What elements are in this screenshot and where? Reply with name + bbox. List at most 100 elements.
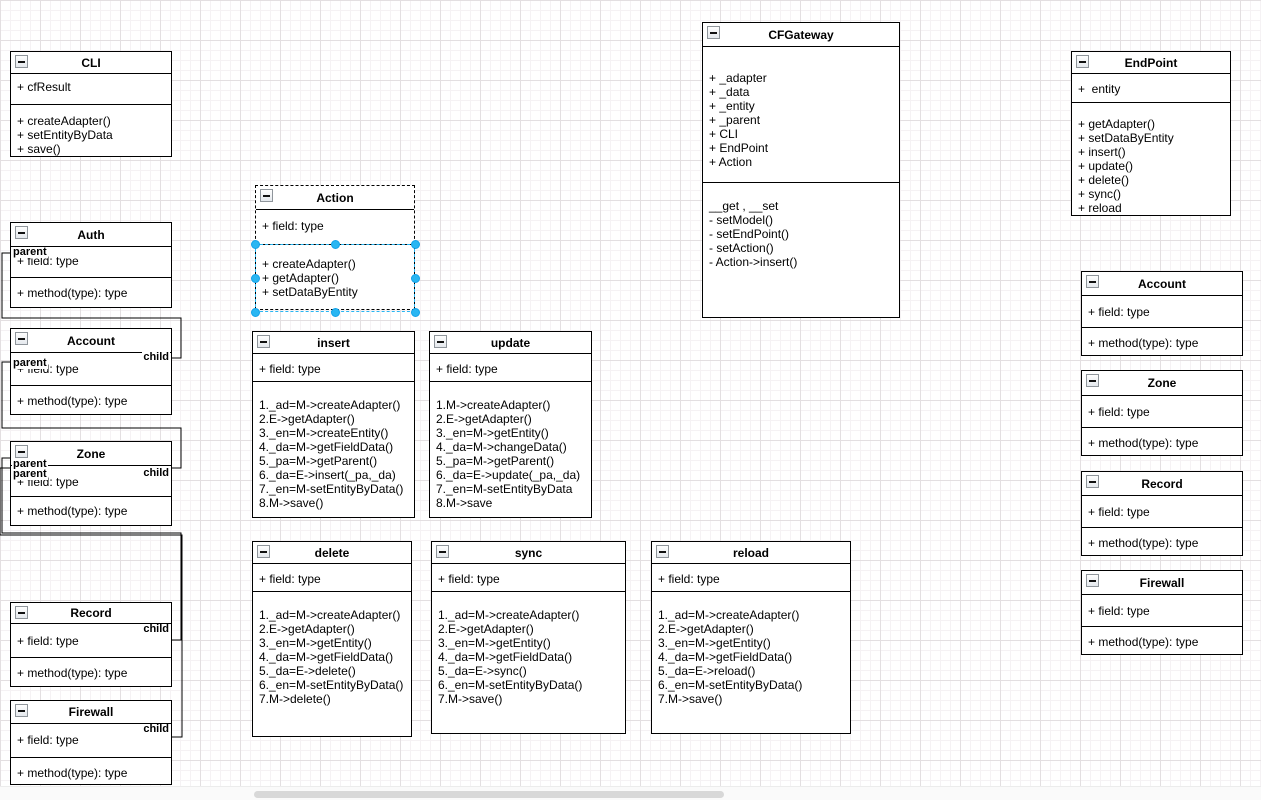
class-account_right[interactable]: Account+ field: type+ method(type): type <box>1081 271 1243 356</box>
methods-compartment[interactable]: + getAdapter()+ setDataByEntity+ insert(… <box>1072 103 1230 215</box>
edge-label-child[interactable]: child <box>142 723 170 735</box>
fields-compartment[interactable]: + field: type <box>1082 296 1242 328</box>
edge-label-parent[interactable]: parent <box>12 468 48 480</box>
collapse-icon[interactable] <box>656 545 669 558</box>
horizontal-scrollbar-thumb[interactable] <box>254 791 724 798</box>
class-header[interactable]: Record <box>1082 472 1242 496</box>
class-header[interactable]: CFGateway <box>703 23 899 47</box>
methods-compartment[interactable]: __get , __set- setModel()- setEndPoint()… <box>703 183 899 317</box>
collapse-icon[interactable] <box>15 226 28 239</box>
class-header[interactable]: reload <box>652 542 850 564</box>
edge-label-child[interactable]: child <box>142 351 170 363</box>
class-header[interactable]: CLI <box>11 52 171 74</box>
methods-compartment[interactable]: + method(type): type <box>1082 627 1242 654</box>
class-header[interactable]: Auth <box>11 223 171 247</box>
methods-compartment[interactable]: + method(type): type <box>1082 328 1242 355</box>
collapse-icon[interactable] <box>15 445 28 458</box>
selection-handle[interactable] <box>250 273 260 283</box>
methods-compartment[interactable]: 1._ad=M->createAdapter()2.E->getAdapter(… <box>253 382 414 517</box>
selection-handle[interactable] <box>250 307 260 317</box>
collapse-icon[interactable] <box>1076 55 1089 68</box>
methods-compartment[interactable]: + method(type): type <box>11 758 171 784</box>
horizontal-scrollbar-track[interactable] <box>0 786 1261 800</box>
methods-compartment[interactable]: + createAdapter()+ setEntityByData+ save… <box>11 105 171 156</box>
collapse-icon[interactable] <box>257 545 270 558</box>
fields-compartment[interactable]: + _adapter+ _data+ _entity+ _parent+ CLI… <box>703 47 899 183</box>
collapse-icon[interactable] <box>15 332 28 345</box>
edge-label-parent[interactable]: parent <box>12 458 48 470</box>
class-header[interactable]: EndPoint <box>1072 52 1230 74</box>
methods-compartment[interactable]: + method(type): type <box>1082 428 1242 455</box>
methods-compartment[interactable]: 1._ad=M->createAdapter()2.E->getAdapter(… <box>432 592 625 733</box>
collapse-icon[interactable] <box>15 704 28 717</box>
class-header[interactable]: Account <box>11 329 171 353</box>
collapse-icon[interactable] <box>15 55 28 68</box>
methods-compartment[interactable]: 1._ad=M->createAdapter()2.E->getAdapter(… <box>253 592 411 736</box>
methods-compartment[interactable]: + createAdapter()+ getAdapter()+ setData… <box>256 245 414 309</box>
selection-handle[interactable] <box>410 307 420 317</box>
collapse-icon[interactable] <box>436 545 449 558</box>
methods-compartment[interactable]: + method(type): type <box>1082 528 1242 555</box>
fields-compartment[interactable]: + field: type <box>253 354 414 382</box>
fields-compartment[interactable]: + cfResult <box>11 74 171 105</box>
collapse-icon[interactable] <box>1086 275 1099 288</box>
collapse-icon[interactable] <box>707 26 720 39</box>
methods-compartment[interactable]: 1.M->createAdapter()2.E->getAdapter()3._… <box>430 382 591 517</box>
fields-compartment[interactable]: + field: type <box>1082 496 1242 528</box>
edge-label-child[interactable]: child <box>142 467 170 479</box>
class-zone_right[interactable]: Zone+ field: type+ method(type): type <box>1081 370 1243 456</box>
fields-compartment[interactable]: + field: type <box>253 564 411 592</box>
fields-compartment[interactable]: + field: type <box>1082 396 1242 428</box>
class-header[interactable]: update <box>430 332 591 354</box>
edge-auth-account[interactable] <box>1 252 182 359</box>
fields-compartment[interactable]: + field: type <box>432 564 625 592</box>
methods-compartment[interactable]: + method(type): type <box>11 386 171 414</box>
collapse-icon[interactable] <box>260 189 273 202</box>
class-header[interactable]: Record <box>11 603 171 624</box>
edge-label-child[interactable]: child <box>142 623 170 635</box>
selection-handle[interactable] <box>330 307 340 317</box>
fields-compartment[interactable]: + field: type <box>1082 595 1242 627</box>
fields-compartment[interactable]: + field: type <box>11 624 171 658</box>
selection-handle[interactable] <box>410 273 420 283</box>
class-record_left[interactable]: Record+ field: type+ method(type): type c… <box>10 602 172 687</box>
class-action[interactable]: Action+ field: type+ createAdapter()+ ge… <box>255 185 415 310</box>
collapse-icon[interactable] <box>1086 475 1099 488</box>
collapse-icon[interactable] <box>15 606 28 619</box>
class-cfgateway[interactable]: CFGateway+ _adapter+ _data+ _entity+ _pa… <box>702 22 900 318</box>
class-header[interactable]: Account <box>1082 272 1242 296</box>
methods-compartment[interactable]: + method(type): type <box>11 658 171 686</box>
fields-compartment[interactable]: + field: type <box>430 354 591 382</box>
fields-compartment[interactable]: + field: type <box>11 724 171 758</box>
methods-compartment[interactable]: 1._ad=M->createAdapter()2.E->getAdapter(… <box>652 592 850 733</box>
edge-account-zone[interactable] <box>1 361 182 469</box>
class-firewall_right[interactable]: Firewall+ field: type+ method(type): typ… <box>1081 570 1243 655</box>
class-header[interactable]: Firewall <box>1082 571 1242 595</box>
edge-zone-firewall[interactable] <box>0 467 183 738</box>
edge-zone-record[interactable] <box>1 457 182 641</box>
class-header[interactable]: Zone <box>11 442 171 466</box>
class-header[interactable]: Zone <box>1082 371 1242 396</box>
class-header[interactable]: Firewall <box>11 701 171 724</box>
class-cli[interactable]: CLI+ cfResult+ createAdapter()+ setEntit… <box>10 51 172 157</box>
collapse-icon[interactable] <box>257 335 270 348</box>
class-firewall_left[interactable]: Firewall+ field: type+ method(type): typ… <box>10 700 172 785</box>
fields-compartment[interactable]: + entity <box>1072 74 1230 103</box>
class-header[interactable]: sync <box>432 542 625 564</box>
class-header[interactable]: Action <box>256 186 414 210</box>
fields-compartment[interactable]: + field: type <box>652 564 850 592</box>
class-record_right[interactable]: Record+ field: type+ method(type): type <box>1081 471 1243 556</box>
methods-compartment[interactable]: + method(type): type <box>11 497 171 525</box>
class-header[interactable]: delete <box>253 542 411 564</box>
class-header[interactable]: insert <box>253 332 414 354</box>
collapse-icon[interactable] <box>434 335 447 348</box>
selection-handle[interactable] <box>330 239 340 249</box>
